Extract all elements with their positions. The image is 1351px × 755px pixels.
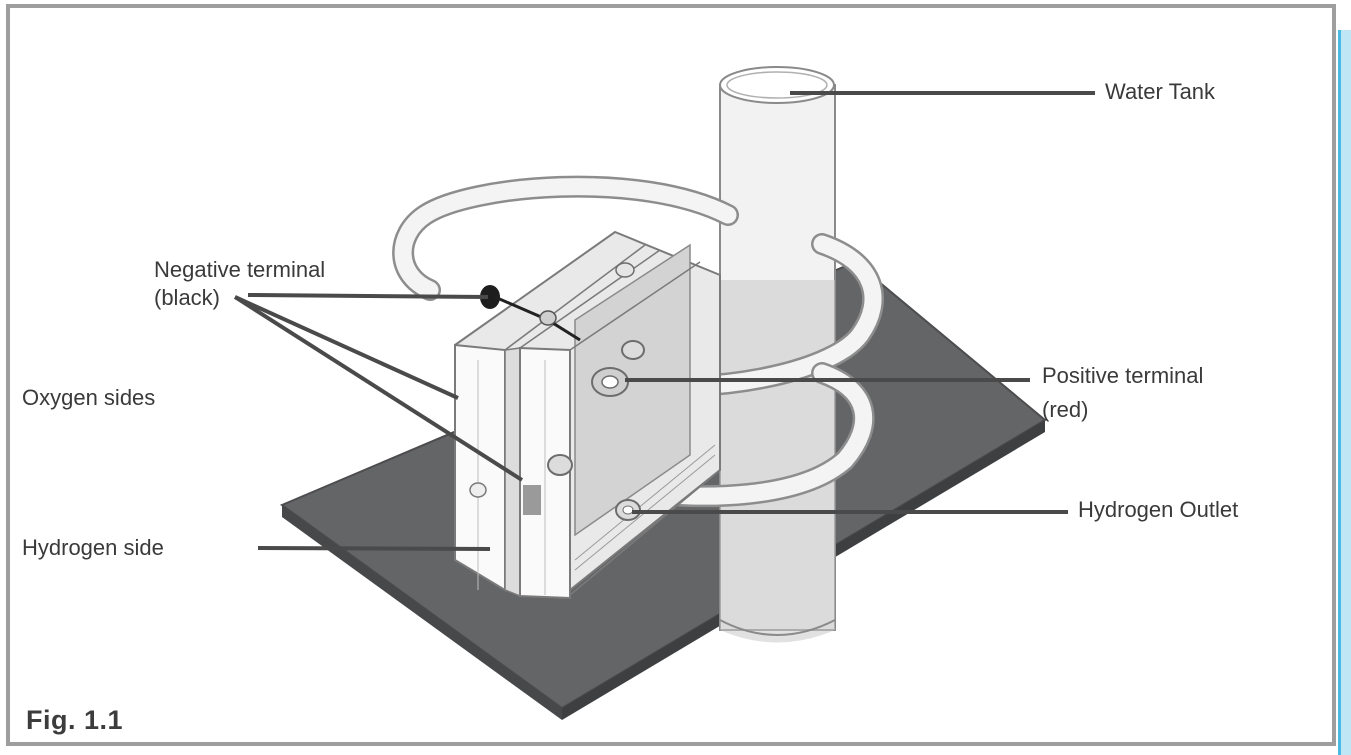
side-accent-bar	[1338, 30, 1351, 755]
side-accent-edge	[1338, 30, 1341, 755]
fuel-cell-stack	[454, 230, 721, 600]
figure-caption: Fig. 1.1	[26, 705, 124, 735]
label-negative-terminal: Negative terminal	[154, 257, 326, 282]
label-water-tank: Water Tank	[1105, 79, 1216, 104]
label-negative-terminal-color: (black)	[154, 285, 221, 310]
label-positive-terminal-color: (red)	[1042, 397, 1089, 422]
leader-lines	[233, 91, 1095, 551]
label-oxygen-sides: Oxygen sides	[22, 385, 156, 410]
label-positive-terminal: Positive terminal	[1042, 363, 1204, 388]
label-hydrogen-side: Hydrogen side	[22, 535, 164, 560]
label-hydrogen-outlet: Hydrogen Outlet	[1078, 497, 1239, 522]
